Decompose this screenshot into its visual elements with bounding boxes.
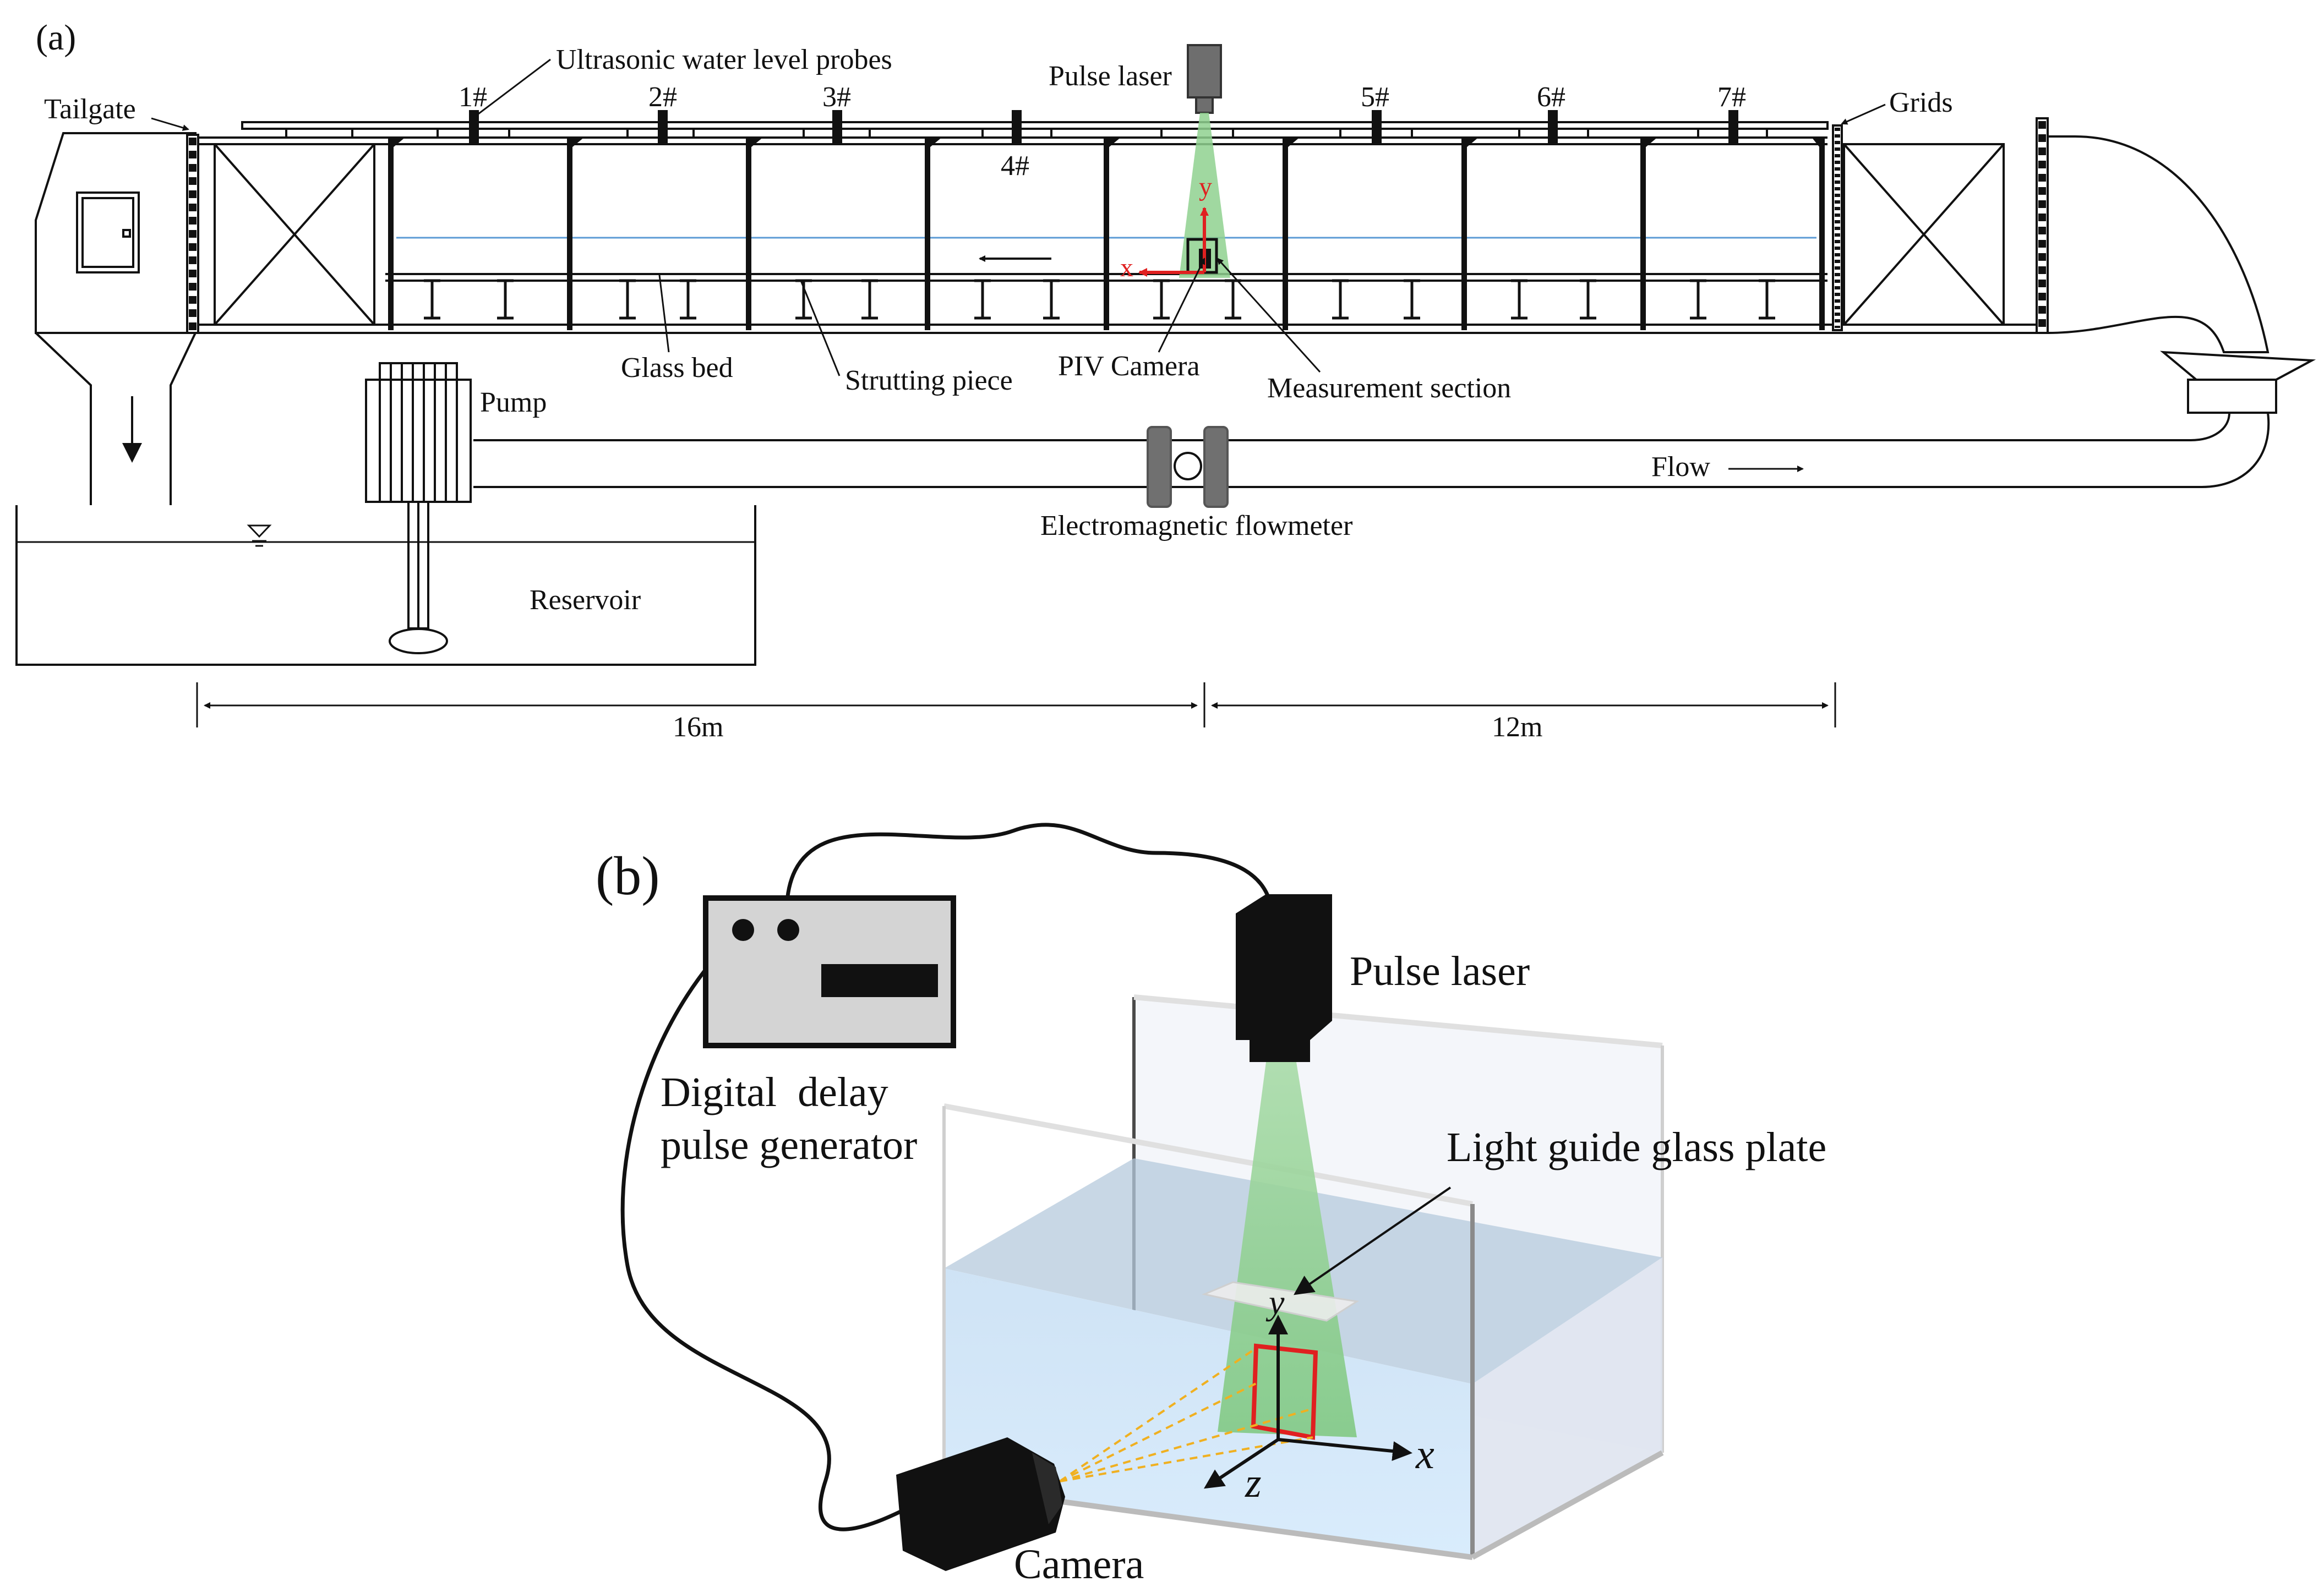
- label-probe-7: 7#: [1717, 81, 1746, 113]
- inlet-grating: [2036, 117, 2049, 334]
- inlet-box-left: [214, 143, 375, 326]
- segment-posts: [388, 138, 1825, 330]
- label-generator-line1: Digital delay: [661, 1069, 888, 1115]
- panel-b: (b): [596, 823, 1826, 1587]
- label-strutting-piece: Strutting piece: [845, 365, 1013, 396]
- probe-2: [658, 110, 668, 143]
- label-pump: Pump: [480, 387, 547, 418]
- camera-b: [896, 1437, 1065, 1571]
- label-probe-1: 1#: [459, 81, 487, 113]
- cable-laser: [784, 823, 1274, 928]
- label-axis-z-b: z: [1245, 1460, 1262, 1506]
- water-volume: [944, 1268, 1472, 1557]
- light-guide-pointer: [1294, 1186, 1452, 1295]
- label-light-guide: Light guide glass plate: [1447, 1124, 1826, 1170]
- electromagnetic-flowmeter: [1147, 426, 1229, 508]
- cable-camera: [620, 928, 909, 1531]
- generator-port-1: [732, 919, 754, 941]
- strutting-pieces: [424, 279, 1775, 320]
- tailgate-grating: [186, 134, 199, 334]
- label-probe-3: 3#: [822, 81, 851, 113]
- label-dimension-12m: 12m: [1492, 712, 1542, 743]
- ultrasonic-probes: [469, 110, 1738, 143]
- panel-a-label: (a): [36, 18, 76, 58]
- generator-display: [821, 964, 938, 997]
- inlet-box-right: [1843, 143, 2005, 326]
- axis-x-b: [1278, 1438, 1412, 1461]
- reservoir: [15, 505, 756, 666]
- label-glass-bed: Glass bed: [621, 352, 733, 384]
- head-tank: [2047, 135, 2270, 353]
- probe-6: [1548, 110, 1558, 143]
- label-probe-4: 4#: [1001, 150, 1029, 182]
- label-measurement-section: Measurement section: [1267, 373, 1511, 404]
- grids: [1832, 124, 1843, 331]
- inlet-bell: [2160, 351, 2316, 381]
- water-side: [1472, 1257, 1662, 1557]
- pulse-laser-a: [1187, 44, 1222, 98]
- flume-body: [35, 110, 2316, 505]
- label-reservoir: Reservoir: [530, 584, 641, 616]
- label-tailgate: Tailgate: [44, 94, 136, 125]
- pulse-laser-b: [1236, 894, 1332, 1062]
- label-pulse-laser-a: Pulse laser: [1049, 61, 1172, 92]
- leader-lines: [151, 58, 1886, 472]
- pump: [365, 362, 472, 654]
- label-grids: Grids: [1889, 87, 1953, 118]
- probe-rail: [241, 121, 1829, 130]
- water-level-symbol: [247, 524, 272, 547]
- label-probe-2: 2#: [648, 81, 677, 113]
- rail-pins: [285, 129, 1768, 138]
- label-probe-5: 5#: [1361, 81, 1389, 113]
- laser-sheet-b: [1218, 1062, 1357, 1437]
- label-flow: Flow: [1651, 451, 1710, 483]
- label-probes: Ultrasonic water level probes: [556, 44, 892, 75]
- light-guide-plate: [1202, 1281, 1360, 1322]
- tailgate-door: [76, 191, 140, 273]
- probe-5: [1372, 110, 1382, 143]
- probe-1: [469, 110, 479, 143]
- label-flowmeter: Electromagnetic flowmeter: [1040, 510, 1352, 541]
- label-axis-x-a: x: [1120, 253, 1133, 282]
- label-axis-y-a: y: [1199, 172, 1212, 201]
- label-probe-6: 6#: [1537, 81, 1565, 113]
- laser-sheet-a: [1179, 113, 1230, 278]
- probe-7: [1728, 110, 1738, 143]
- label-pulse-laser-b: Pulse laser: [1350, 948, 1530, 994]
- probe-3: [832, 110, 842, 143]
- label-axis-y-b: y: [1265, 1283, 1285, 1322]
- dimension-lines: [196, 682, 1836, 727]
- label-piv-camera: PIV Camera: [1058, 351, 1200, 382]
- probe-4: [1012, 110, 1022, 143]
- label-generator-line2: pulse generator: [661, 1122, 917, 1168]
- segment-brackets: [393, 136, 1820, 147]
- panel-a: (a): [15, 18, 2316, 743]
- generator-port-2: [777, 919, 799, 941]
- label-camera: Camera: [1014, 1541, 1144, 1587]
- label-axis-x-b: x: [1415, 1431, 1434, 1477]
- return-pipe: [473, 412, 2270, 488]
- label-dimension-16m: 16m: [673, 712, 723, 743]
- axis-z-b: [1203, 1438, 1279, 1489]
- panel-b-label: (b): [596, 845, 660, 906]
